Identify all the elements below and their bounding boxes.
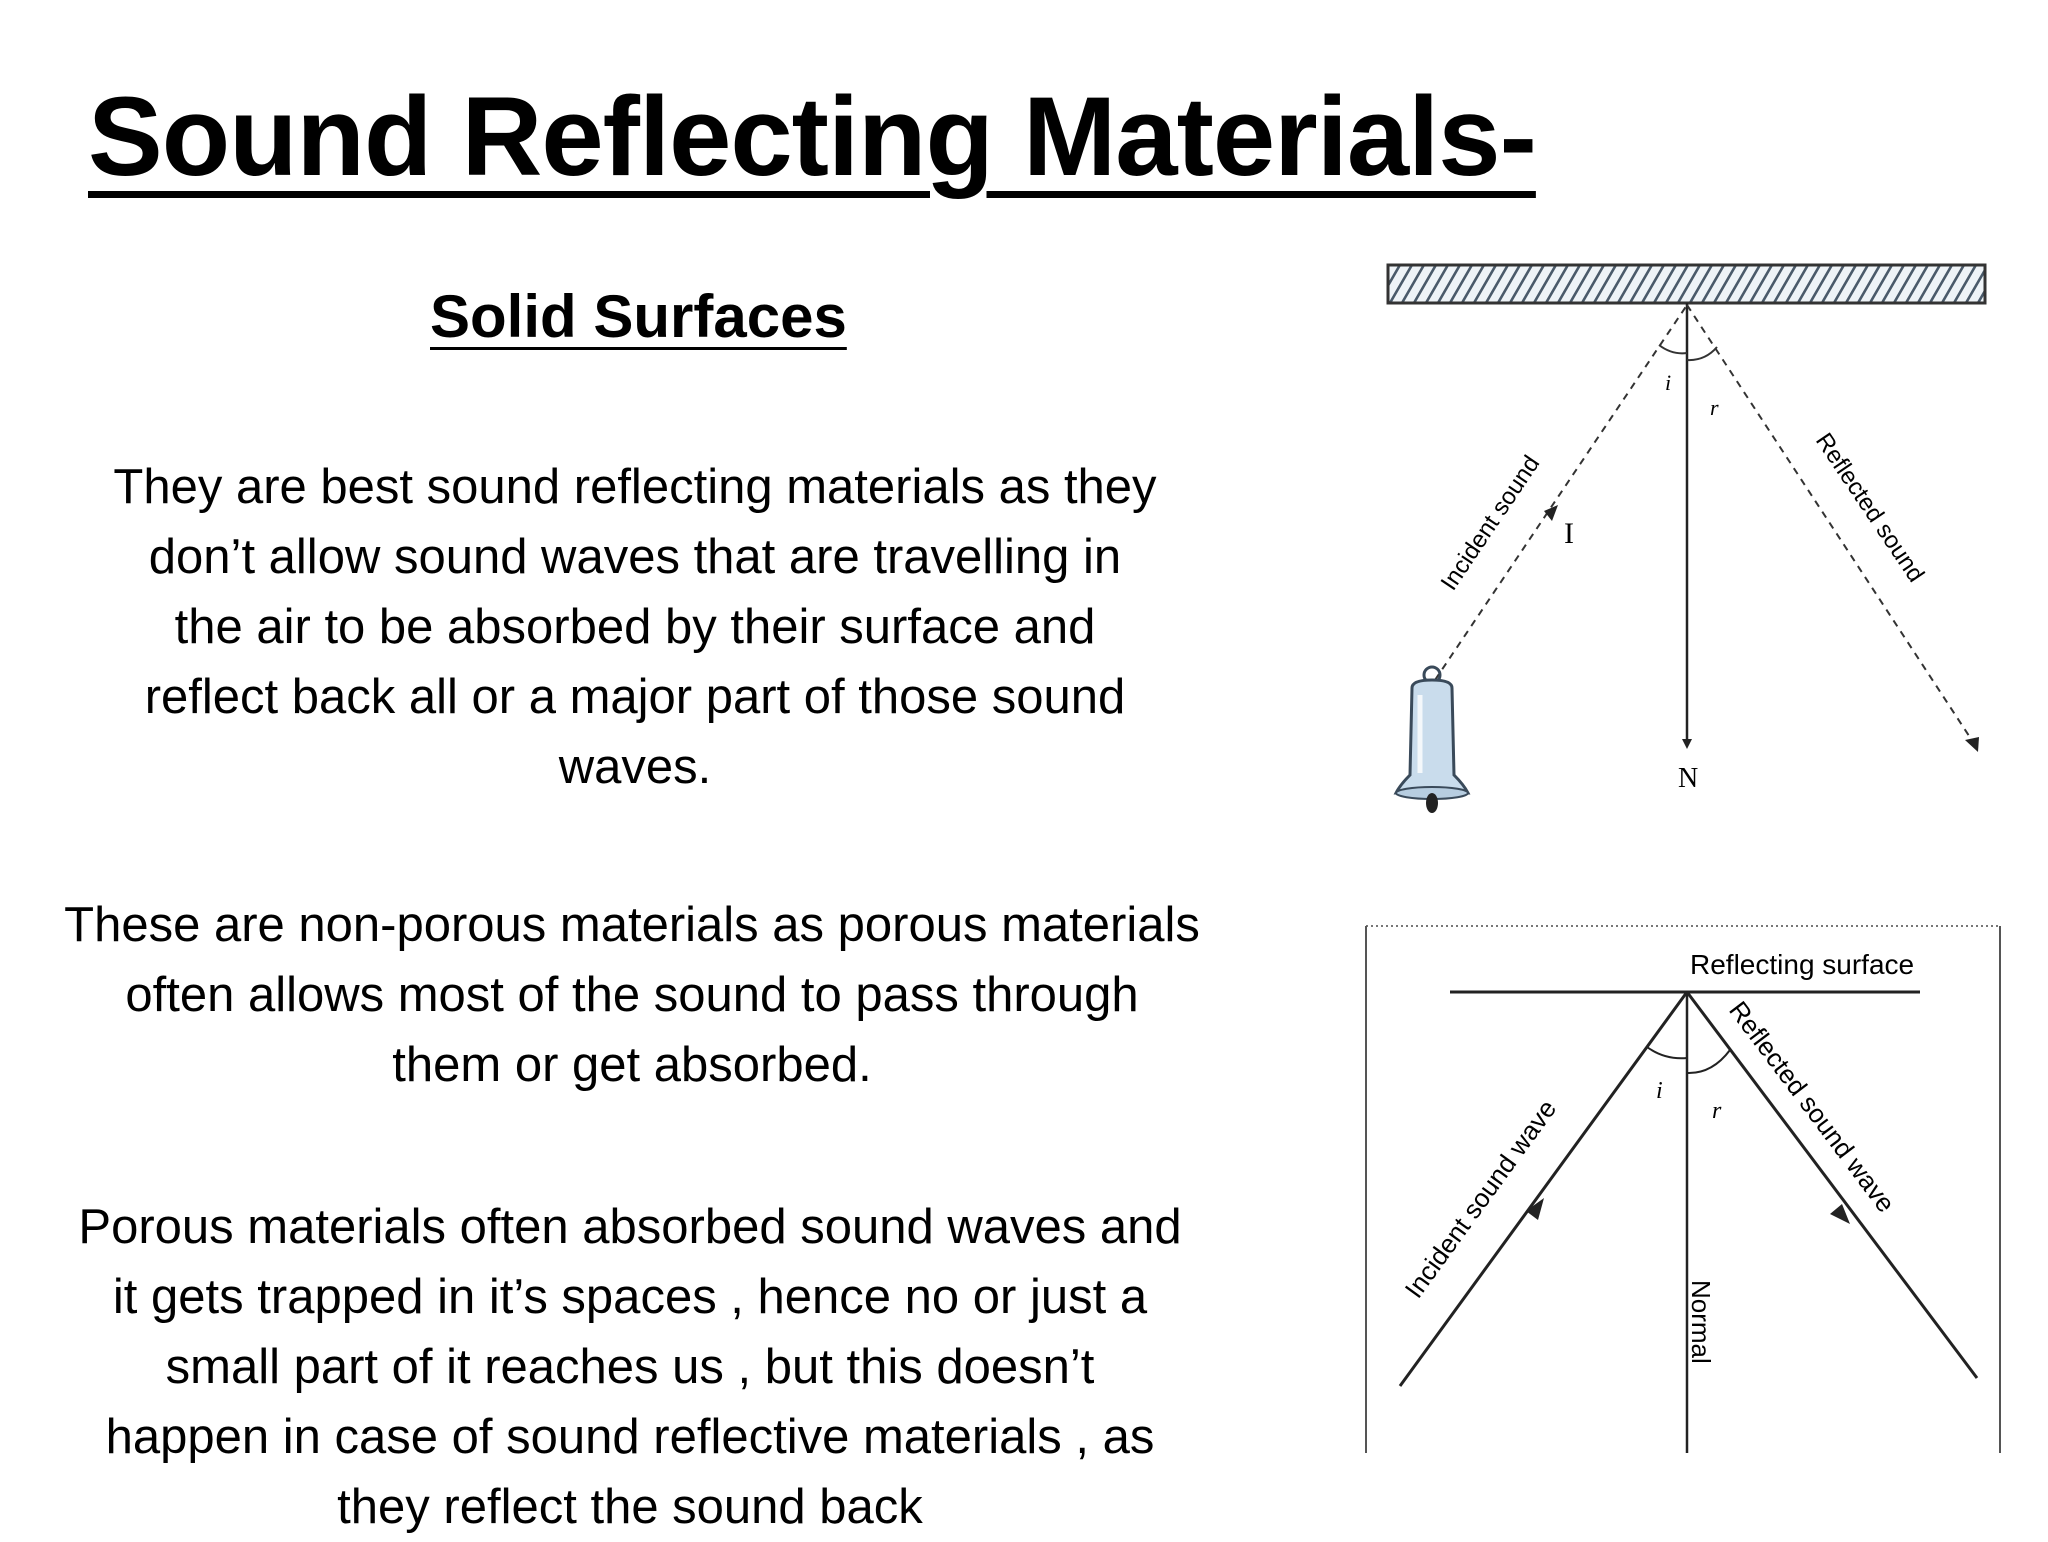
angle-r-arc [1686,1049,1731,1075]
angle-r-label: r [1712,1098,1722,1124]
reflecting-surface-bar [1386,263,1987,305]
incident-ray [1398,991,1689,1387]
paragraph-line: often allows most of the sound to pass t… [125,968,1139,1022]
paragraph-line: happen in case of sound reflective mater… [105,1410,1155,1464]
normal-label: Normal [1686,1280,1716,1364]
incident-ray [1434,304,1688,681]
angle-i-arc [1658,344,1688,355]
paragraph-line: waves. [558,740,712,794]
section-subtitle: Solid Surfaces [430,283,847,350]
page-title: Sound Reflecting Materials- [88,74,1537,199]
paragraph-solid-surfaces: They are best sound reflecting materials… [60,452,1210,802]
paragraph-porous-materials: Porous materials often absorbed sound wa… [30,1192,1230,1542]
paragraph-line: small part of it reaches us , but this d… [165,1340,1095,1394]
incident-sound-label: Incident sound [1436,451,1546,596]
reflected-arrowhead [1830,1204,1850,1224]
reflecting-surface-diagram: Reflecting surface Normal i r Incident s… [1360,918,2008,1458]
angle-r-label: r [1710,395,1719,420]
paragraph-line: reflect back all or a major part of thos… [144,670,1126,724]
angle-i-label: i [1656,1078,1663,1104]
reflected-ray [1686,304,1976,746]
paragraph-line: it gets trapped in it’s spaces , hence n… [112,1270,1148,1324]
reflected-ray [1685,991,1979,1379]
incident-arrowhead [1544,505,1558,521]
reflected-arrowhead [1965,737,1979,752]
reflecting-surface-svg: Reflecting surface Normal i r Incident s… [1365,925,2001,1453]
angle-i-label: i [1665,370,1671,395]
bell-icon [1393,665,1471,813]
bell-reflection-diagram: i r I N Incident sound Reflected sound [1360,225,2028,850]
bell-reflection-svg: i r I N Incident sound Reflected sound [1386,263,1987,813]
angle-i-arc [1646,1046,1688,1060]
paragraph-line: They are best sound reflecting materials… [113,460,1157,514]
reflecting-surface-label: Reflecting surface [1690,949,1914,980]
incident-arrowhead [1526,1198,1544,1220]
angle-r-arc [1686,346,1718,362]
incident-I-label: I [1564,517,1574,550]
paragraph-line: they reflect the sound back [337,1480,923,1534]
paragraph-line: the air to be absorbed by their surface … [174,600,1096,654]
paragraph-line: Porous materials often absorbed sound wa… [78,1200,1182,1254]
paragraph-line: These are non-porous materials as porous… [64,898,1200,952]
paragraph-non-porous: These are non-porous materials as porous… [12,890,1252,1100]
normal-N-label: N [1678,763,1698,794]
reflected-sound-wave-label: Reflected sound wave [1723,996,1901,1218]
reflected-sound-label: Reflected sound [1810,428,1929,587]
paragraph-line: don’t allow sound waves that are travell… [148,530,1122,584]
paragraph-line: them or get absorbed. [392,1038,872,1092]
